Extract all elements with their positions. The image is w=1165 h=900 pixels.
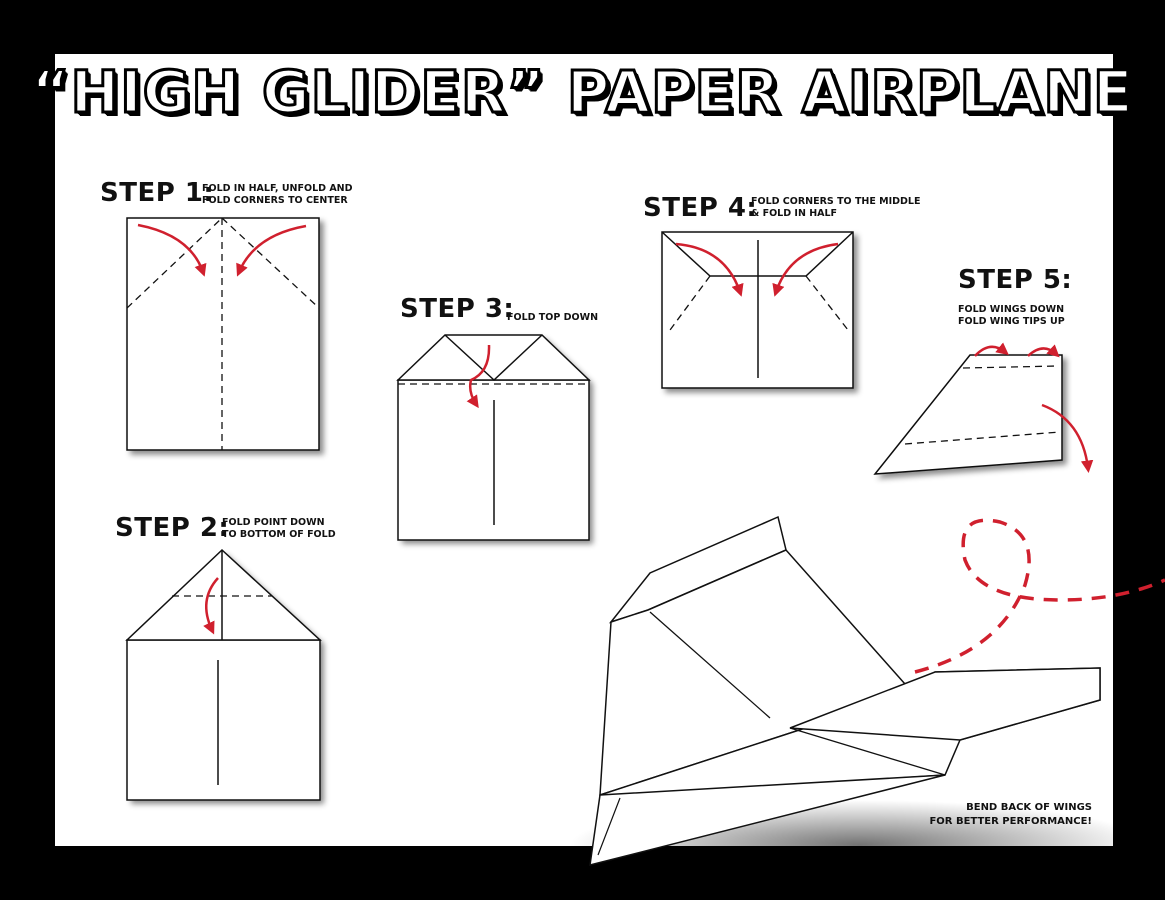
step-2-description: FOLD POINT DOWN TO BOTTOM OF FOLD	[222, 517, 336, 541]
step-3-description-line-1: FOLD TOP DOWN	[507, 312, 599, 323]
step-4-diagram	[661, 231, 854, 389]
step-3-label: STEP 3:	[400, 294, 515, 324]
step-1-diagram	[126, 217, 320, 451]
step-2-description-line-1: FOLD POINT DOWN	[222, 517, 325, 528]
performance-tip: BEND BACK OF WINGS FOR BETTER PERFORMANC…	[929, 801, 1092, 829]
flight-path	[914, 518, 1165, 674]
step-3-description: FOLD TOP DOWN	[507, 312, 598, 324]
step-1-description-line-1: FOLD IN HALF, UNFOLD AND	[202, 183, 353, 194]
step-3-diagram	[396, 334, 591, 541]
step-4-label: STEP 4:	[643, 193, 758, 223]
step-1-label: STEP 1:	[100, 178, 215, 208]
step-4-description: FOLD CORNERS TO THE MIDDLE & FOLD IN HAL…	[751, 196, 920, 220]
finished-airplane-illustration	[570, 515, 1150, 890]
page-title: “HIGH GLIDER” PAPER AIRPLANE	[30, 57, 1134, 128]
step-5-description-line-2: FOLD WING TIPS UP	[958, 316, 1065, 327]
step-2-diagram	[125, 548, 322, 801]
step-5-description: FOLD WINGS DOWN FOLD WING TIPS UP	[958, 304, 1065, 328]
step-5-description-line-1: FOLD WINGS DOWN	[958, 304, 1065, 315]
step-5-diagram	[873, 342, 1094, 475]
step-1-description: FOLD IN HALF, UNFOLD AND FOLD CORNERS TO…	[202, 183, 353, 207]
step-4-description-line-1: FOLD CORNERS TO THE MIDDLE	[751, 196, 921, 207]
step-1-description-line-2: FOLD CORNERS TO CENTER	[202, 195, 348, 206]
performance-tip-line-2: FOR BETTER PERFORMANCE!	[929, 816, 1092, 827]
step-5-label: STEP 5:	[958, 265, 1073, 295]
step-2-label: STEP 2:	[115, 513, 230, 543]
step-2-description-line-2: TO BOTTOM OF FOLD	[222, 529, 336, 540]
performance-tip-line-1: BEND BACK OF WINGS	[966, 802, 1092, 813]
step-4-description-line-2: & FOLD IN HALF	[751, 208, 838, 219]
